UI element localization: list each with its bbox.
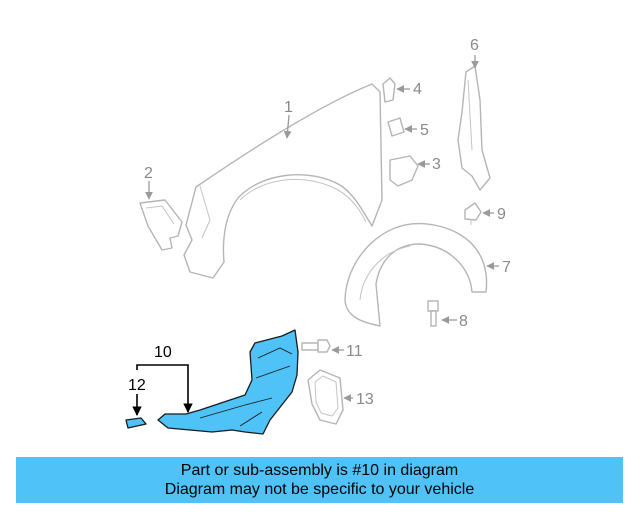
callout-12: 12 [128,377,146,394]
clip-highlight-part [125,417,147,429]
screw-part [301,339,331,353]
callout-10: 10 [154,344,172,361]
fender-part [183,83,383,279]
callout-6: 6 [470,37,479,54]
info-banner: Part or sub-assembly is #10 in diagram D… [16,457,623,503]
leader-10 [136,364,193,413]
callout-1: 1 [284,99,293,116]
callout-4: 4 [413,81,422,98]
callout-3: 3 [432,156,441,173]
splash-shield-part [157,329,299,435]
callout-5: 5 [420,122,429,139]
callout-7: 7 [502,259,511,276]
retainer-clip-part [464,202,482,225]
bracket-part [139,199,183,251]
banner-line-2: Diagram may not be specific to your vehi… [164,481,475,498]
fender-liner-part [344,222,488,327]
nut-part [387,117,405,137]
parts-diagram: 1 2 3 4 5 6 7 8 9 [125,37,511,435]
clip-part [382,77,396,103]
callout-9: 9 [497,206,506,223]
callout-8: 8 [459,313,468,330]
bolt-part [427,300,439,327]
seal-part [457,65,491,191]
callout-2: 2 [144,165,153,182]
callout-11: 11 [346,343,363,360]
leader-1 [283,114,292,139]
banner-line-1: Part or sub-assembly is #10 in diagram [180,462,459,479]
callout-13: 13 [356,391,374,408]
access-cover-part [307,369,344,425]
bracket-small-part [389,155,419,187]
